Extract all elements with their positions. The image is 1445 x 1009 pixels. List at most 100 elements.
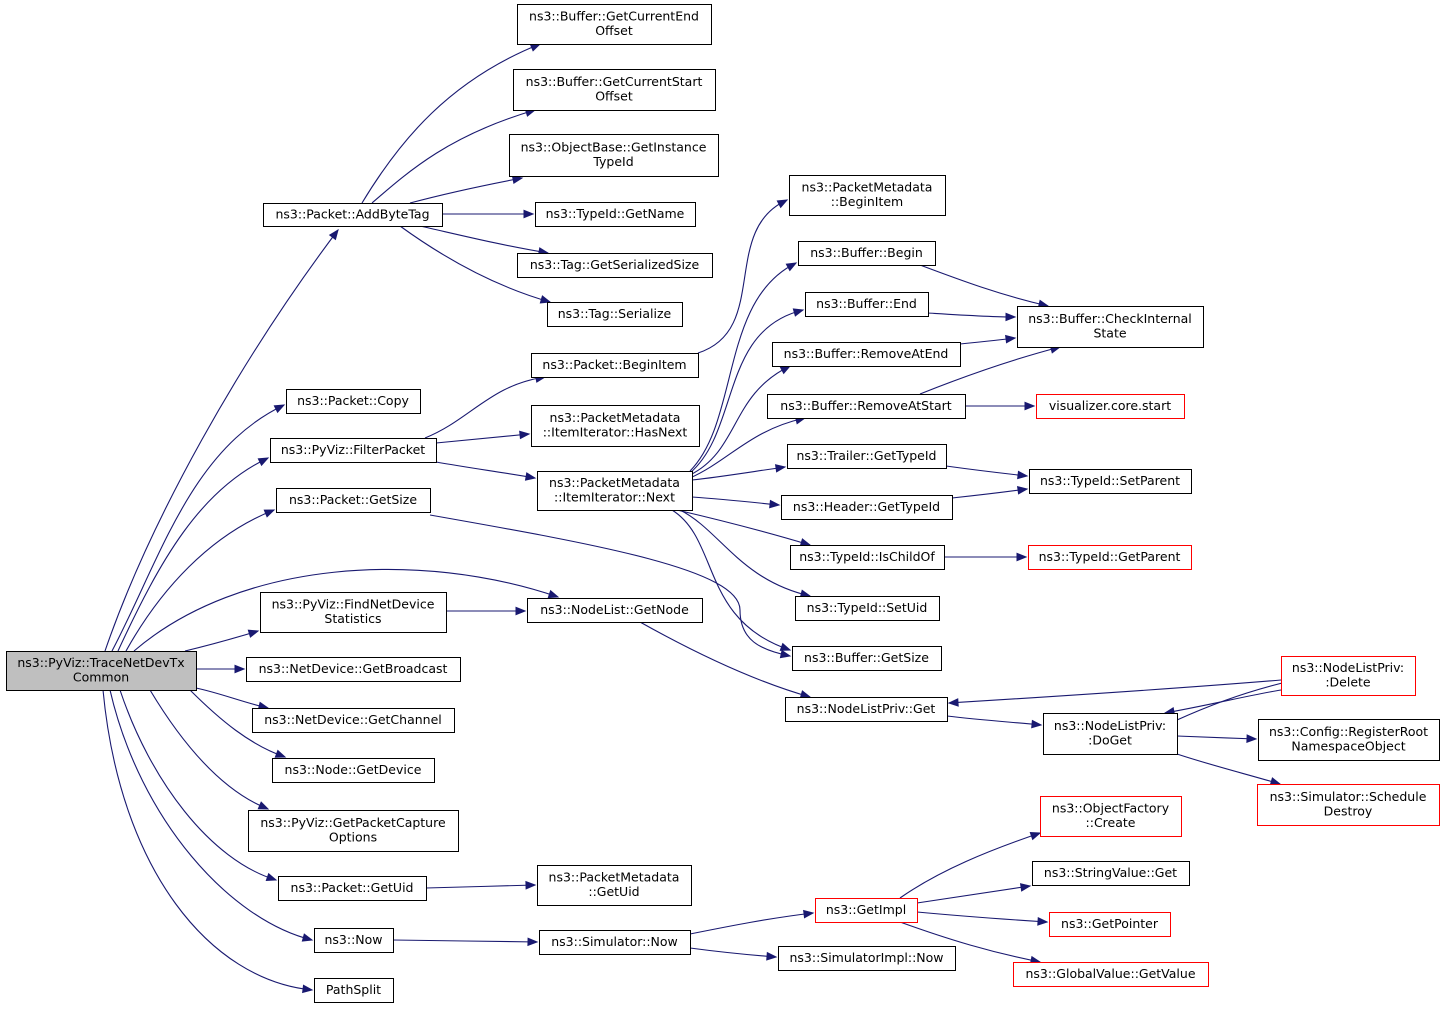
node-getbroadcast[interactable]: ns3::NetDevice::GetBroadcast <box>246 657 461 682</box>
edge-line <box>419 225 549 254</box>
edge-nodelistprivdoget-to-registerroot <box>1176 734 1258 743</box>
node-label: ns3::Packet::BeginItem <box>542 357 686 372</box>
edge-iternext-to-bufferend <box>689 308 805 474</box>
node-simimplnow[interactable]: ns3::SimulatorImpl::Now <box>778 946 956 971</box>
node-buffergetsize[interactable]: ns3::Buffer::GetSize <box>792 646 942 671</box>
node-label: ns3::PacketMetadata <box>802 180 933 195</box>
edge-line <box>679 509 811 597</box>
node-nodelistprivdelete[interactable]: ns3::NodeListPriv::Delete <box>1281 656 1416 696</box>
edge-root-to-packetgetsize <box>125 509 276 652</box>
node-label: ns3::NodeListPriv: <box>1054 718 1166 733</box>
node-nodelistgetnode[interactable]: ns3::NodeList::GetNode <box>527 598 703 623</box>
edge-line <box>689 262 797 472</box>
edge-line <box>691 466 786 481</box>
node-label: ns3::Packet::AddByteTag <box>275 206 429 221</box>
edge-arrowhead <box>515 606 527 616</box>
edge-line <box>948 679 1282 704</box>
node-box <box>792 646 942 671</box>
node-tagserialize[interactable]: ns3::Tag::Serialize <box>547 302 683 327</box>
node-trailergettypeid[interactable]: ns3::Trailer::GetTypeId <box>787 444 947 469</box>
edge-filterpacket-to-packetbeginitem <box>424 374 547 439</box>
node-iternext[interactable]: ns3::PacketMetadata::ItemIterator::Next <box>537 471 693 511</box>
node-pmbeginitem[interactable]: ns3::PacketMetadata::BeginItem <box>789 175 946 216</box>
node-headergettypeid[interactable]: ns3::Header::GetTypeId <box>781 495 953 520</box>
node-ns3now[interactable]: ns3::Now <box>314 928 394 953</box>
node-box <box>260 592 447 633</box>
node-nodelistprivget[interactable]: ns3::NodeListPriv::Get <box>785 697 948 722</box>
node-box <box>517 4 712 45</box>
node-bufferend[interactable]: ns3::Buffer::End <box>805 292 929 317</box>
node-getparent[interactable]: ns3::TypeId::GetParent <box>1028 545 1192 570</box>
node-packetgetuid[interactable]: ns3::Packet::GetUid <box>278 876 427 901</box>
node-box <box>276 488 431 513</box>
node-box <box>537 865 692 906</box>
node-setparent[interactable]: ns3::TypeId::SetParent <box>1029 469 1192 494</box>
edges-layer <box>102 43 1297 994</box>
node-label: ns3::Node::GetDevice <box>285 762 422 777</box>
edge-arrowhead <box>1016 552 1028 562</box>
node-label: ns3::StringValue::Get <box>1044 865 1177 880</box>
node-packetgetsize[interactable]: ns3::Packet::GetSize <box>276 488 431 513</box>
node-packetcopy[interactable]: ns3::Packet::Copy <box>286 389 421 414</box>
node-label: ns3::Packet::GetUid <box>291 880 414 895</box>
node-box <box>1036 394 1185 419</box>
node-nodegetdevice[interactable]: ns3::Node::GetDevice <box>272 758 435 783</box>
node-label: ::Create <box>1086 815 1136 830</box>
edge-line <box>133 568 559 652</box>
node-box <box>246 657 461 682</box>
node-addbytetag[interactable]: ns3::Packet::AddByteTag <box>263 203 443 227</box>
node-taggetserializedsize[interactable]: ns3::Tag::GetSerializedSize <box>517 253 713 278</box>
node-vizstart[interactable]: visualizer.core.start <box>1036 394 1185 419</box>
node-getpointer[interactable]: ns3::GetPointer <box>1049 912 1171 937</box>
edge-removeatend-to-checkinternal <box>959 334 1017 345</box>
node-stringvalueget[interactable]: ns3::StringValue::Get <box>1032 861 1190 886</box>
node-typeidgetname[interactable]: ns3::TypeId::GetName <box>535 202 696 227</box>
node-label: ns3::PacketMetadata <box>549 870 680 885</box>
node-box <box>772 342 961 367</box>
node-label: ns3::PyViz::TraceNetDevTx <box>17 655 184 670</box>
node-filterpacket[interactable]: ns3::PyViz::FilterPacket <box>270 438 437 463</box>
node-label: ns3::Buffer::RemoveAtEnd <box>784 346 949 361</box>
node-label: Options <box>329 830 377 845</box>
node-pathsplit[interactable]: PathSplit <box>314 978 394 1003</box>
edge-line <box>102 689 313 991</box>
node-removeatstart[interactable]: ns3::Buffer::RemoveAtStart <box>767 394 966 419</box>
edge-arrowhead <box>524 472 537 481</box>
node-bufferbegin[interactable]: ns3::Buffer::Begin <box>798 241 936 266</box>
edge-line <box>371 109 536 204</box>
node-label: ns3::Packet::Copy <box>297 393 409 408</box>
node-simulatornow[interactable]: ns3::Simulator::Now <box>539 930 691 955</box>
node-hasnext[interactable]: ns3::PacketMetadata::ItemIterator::HasNe… <box>531 405 700 447</box>
node-box <box>787 444 947 469</box>
edge-line <box>195 687 269 709</box>
node-packetbeginitem[interactable]: ns3::Packet::BeginItem <box>531 353 699 378</box>
node-pmgetuid[interactable]: ns3::PacketMetadata::GetUid <box>537 865 692 906</box>
node-label: ns3::Buffer::GetCurrentEnd <box>529 9 699 24</box>
node-nodelistprivdoget[interactable]: ns3::NodeListPriv::DoGet <box>1043 713 1178 755</box>
edge-line <box>689 417 806 479</box>
node-objectfactorycreate[interactable]: ns3::ObjectFactory::Create <box>1040 796 1182 837</box>
node-globalvaluegetvalue[interactable]: ns3::GlobalValue::GetValue <box>1013 962 1209 987</box>
node-getchannel[interactable]: ns3::NetDevice::GetChannel <box>252 708 455 733</box>
node-box <box>767 394 966 419</box>
node-ischildof[interactable]: ns3::TypeId::IsChildOf <box>790 545 945 570</box>
node-removeatend[interactable]: ns3::Buffer::RemoveAtEnd <box>772 342 961 367</box>
edge-removeatstart-to-vizstart <box>965 401 1036 411</box>
node-label: ns3::Tag::GetSerializedSize <box>530 257 700 272</box>
node-setuid[interactable]: ns3::TypeId::SetUid <box>795 596 940 621</box>
node-box <box>789 175 946 216</box>
node-label: ns3::PyViz::FindNetDevice <box>272 597 435 612</box>
edge-line <box>946 715 1042 726</box>
node-box <box>248 810 459 852</box>
node-getimpl[interactable]: ns3::GetImpl <box>815 898 918 923</box>
edge-root-to-addbytetag <box>104 228 339 652</box>
